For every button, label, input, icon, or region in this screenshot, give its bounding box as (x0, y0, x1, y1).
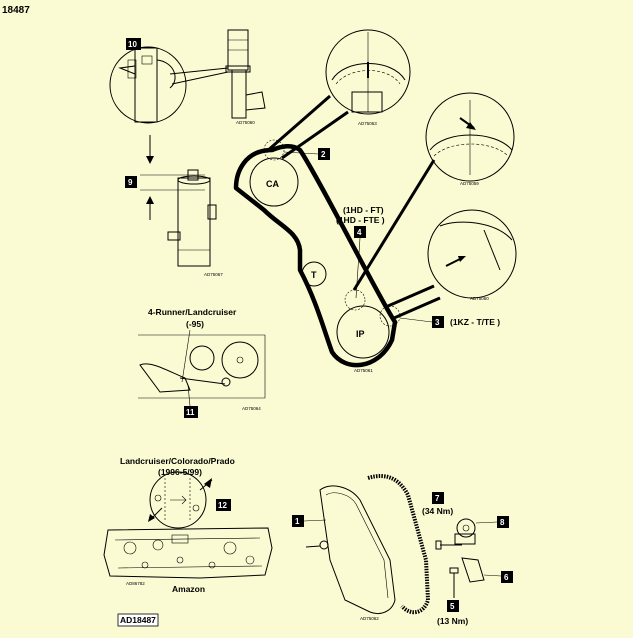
header-ref: 18487 (2, 5, 30, 16)
callout-8-box (497, 516, 509, 528)
image-code-a3: AD75059 (460, 181, 479, 186)
callout-1-box (292, 515, 304, 527)
callout-7: 7 (435, 494, 440, 503)
callout-11: 11 (186, 408, 195, 417)
ip-pulley (336, 305, 390, 359)
engine-hd-ft: (1HD - FT) (343, 205, 384, 215)
panel-zoom-ip-mark-hd: AD75059 (352, 92, 515, 291)
callout-2-box (318, 148, 330, 160)
callout-5: 5 (450, 602, 455, 611)
callout-7-box (432, 492, 444, 504)
callout-3-box (432, 316, 444, 328)
callout-5-box (447, 600, 459, 612)
engine-hd-fte: (1HD - FTE ) (336, 215, 385, 225)
callout-4: 4 (357, 228, 362, 237)
panel-pump-body: AD75067 9 (125, 169, 223, 277)
panel-landcruiser-cluster: Landcruiser/Colorado/Prado (1996-5/99) 1… (103, 456, 273, 594)
image-code-a5: AD75061 (354, 368, 373, 373)
ca-pulley (249, 157, 299, 207)
image-code-a6: AD75067 (204, 272, 223, 277)
panel-4runner-dashboard: 4-Runner/Landcruiser (-95) AD75064 11 (138, 307, 266, 418)
image-code-a1: AD75060 (236, 120, 255, 125)
runner-sub: (-95) (186, 319, 204, 329)
callout-12-box (216, 499, 231, 511)
t-label: T (311, 270, 317, 280)
callout-3: 3 (435, 318, 440, 327)
panel-pump-pin-detail: AD75060 10 (109, 29, 266, 125)
callout-9-box (125, 176, 137, 188)
image-code-a9: AD75062 (360, 616, 379, 621)
callout-10-box (126, 38, 141, 50)
footer-ref: AD18487 (120, 615, 156, 625)
amazon-label: Amazon (172, 584, 205, 594)
callout-11-box (184, 406, 198, 418)
engine-kz: (1KZ - T/TE ) (450, 317, 500, 327)
footer-ref-box (117, 613, 159, 627)
callout-10: 10 (128, 40, 137, 49)
t-pulley (301, 261, 327, 287)
panel-zoom-ca-mark: AD75063 (265, 29, 411, 160)
panel-zoom-ip-mark-kz: AD75060 (387, 209, 517, 320)
image-code-a4: AD75060 (470, 296, 489, 301)
ip-label: IP (356, 329, 365, 339)
panel-belt-routing: CA T IP AD75061 2 (1HD - FT) (1HD - FTE … (233, 139, 500, 373)
runner-title: 4-Runner/Landcruiser (148, 307, 237, 317)
ca-label: CA (266, 179, 279, 189)
image-code-a8: AD86782 (126, 581, 145, 586)
callout-6-box (501, 571, 513, 583)
callout-1: 1 (295, 517, 300, 526)
image-code-a7: AD75064 (242, 406, 261, 411)
torque-5: (13 Nm) (437, 616, 468, 626)
image-code-a2: AD75063 (358, 121, 377, 126)
callout-4-box (354, 226, 366, 238)
callout-12: 12 (218, 501, 227, 510)
callout-6: 6 (504, 573, 509, 582)
callout-9: 9 (128, 178, 133, 187)
callout-8: 8 (500, 518, 505, 527)
panel-covers-tensioner: 1 AD75062 7 (34 Nm) 8 6 5 (13 Nm) (292, 474, 513, 626)
torque-7: (34 Nm) (422, 506, 453, 516)
lc-title: Landcruiser/Colorado/Prado (120, 456, 235, 466)
callout-2: 2 (321, 150, 326, 159)
